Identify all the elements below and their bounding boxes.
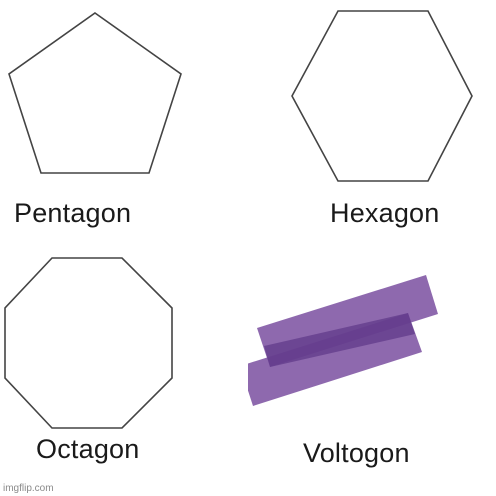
voltogon-overlap xyxy=(264,313,415,367)
panel-voltogon: Voltogon xyxy=(248,248,496,496)
voltogon-shape xyxy=(248,275,438,406)
hexagon-shape xyxy=(291,10,473,182)
caption-hexagon: Hexagon xyxy=(330,198,440,228)
caption-voltogon: Voltogon xyxy=(303,438,410,468)
octagon-shape xyxy=(4,257,173,429)
panel-pentagon: Pentagon xyxy=(0,0,248,248)
imgflip-watermark: imgflip.com xyxy=(3,483,54,494)
caption-pentagon: Pentagon xyxy=(14,198,132,228)
pentagon-shape xyxy=(8,12,182,174)
panel-octagon: Octagon xyxy=(0,248,248,496)
caption-octagon: Octagon xyxy=(36,434,140,464)
panel-hexagon: Hexagon xyxy=(248,0,496,248)
